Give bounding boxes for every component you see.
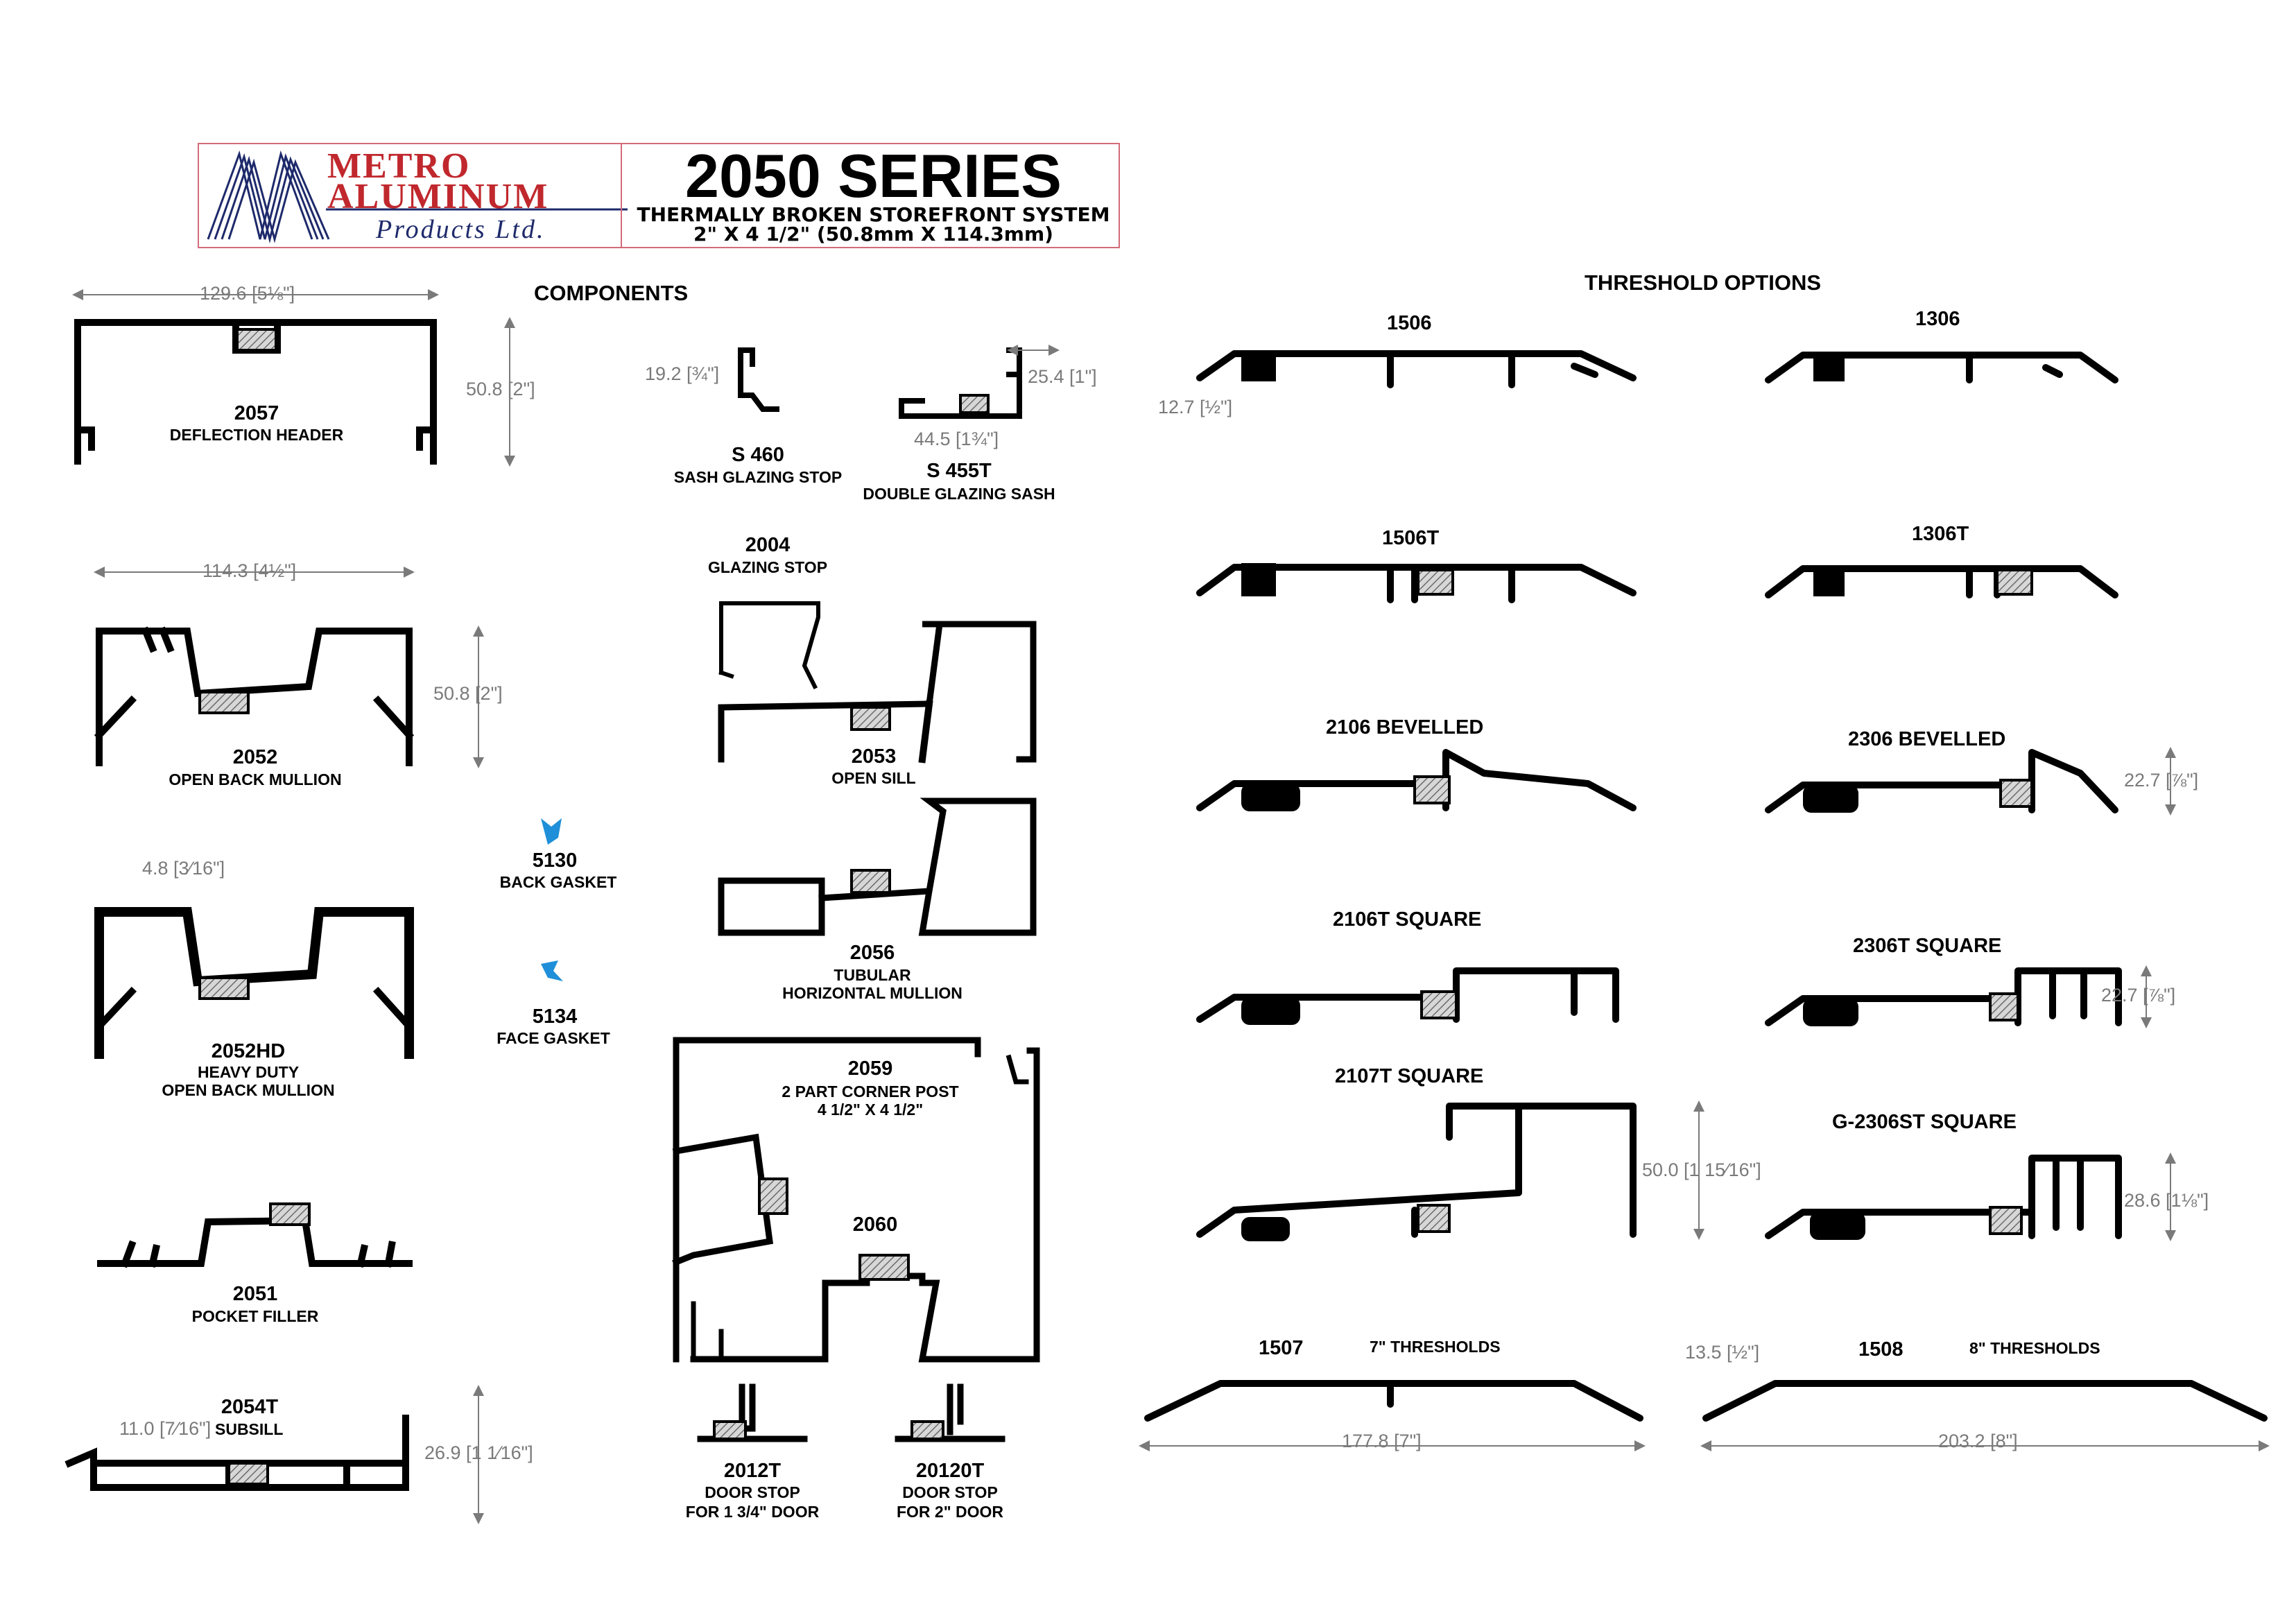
series-title: 2050 SERIES <box>685 141 1062 210</box>
code-1306: 1306 <box>1915 308 1960 330</box>
dim-2052hd-width: 4.8 [3⁄16"] <box>142 858 225 879</box>
dim-2054t-height: 26.9 [1 1⁄16"] <box>424 1442 533 1463</box>
threshold-solid-blocks <box>1241 350 1865 1241</box>
dim-1508-height: 13.5 [½"] <box>1685 1342 1760 1363</box>
code-5134: 5134 <box>532 1006 578 1028</box>
brand-name-line2: ALUMINUM <box>327 177 549 216</box>
dim-2107t-square: 50.0 [1 15⁄16"] <box>1642 1159 1761 1180</box>
desc-2052hd-1: HEAVY DUTY <box>197 1063 300 1081</box>
code-2053: 2053 <box>851 745 897 768</box>
desc-2012t-1: DOOR STOP <box>705 1483 800 1501</box>
code-2107t-square: 2107T SQUARE <box>1335 1065 1484 1087</box>
desc-2052hd-2: OPEN BACK MULLION <box>162 1081 335 1099</box>
code-s455t: S 455T <box>926 460 992 482</box>
profile-2051 <box>97 1216 413 1268</box>
code-2057: 2057 <box>234 402 279 424</box>
section-threshold-options: THRESHOLD OPTIONS <box>1585 270 1822 295</box>
code-2060: 2060 <box>852 1214 898 1236</box>
desc-5134: FACE GASKET <box>497 1029 610 1047</box>
code-20120t: 20120T <box>915 1460 985 1482</box>
code-g2306st-square: G-2306ST SQUARE <box>1832 1111 2017 1133</box>
code-1306t: 1306T <box>1912 523 1969 545</box>
desc-20120t-1: DOOR STOP <box>902 1483 998 1501</box>
dim-g2306st-square: 28.6 [1⅛"] <box>2124 1190 2209 1211</box>
desc-1507: 7" THRESHOLDS <box>1370 1338 1501 1356</box>
profile-1508 <box>1702 1380 2268 1422</box>
desc-s460: SASH GLAZING STOP <box>673 468 843 486</box>
profile-2053 <box>718 621 1037 763</box>
brand-name-line1: METRO <box>327 146 471 186</box>
profile-1306 <box>1765 352 2118 383</box>
desc-2059-2: 4 1/2" X 4 1/2" <box>817 1101 924 1119</box>
code-5130: 5130 <box>532 849 578 872</box>
series-subtitle-2: 2" X 4 1/2" (50.8mm X 114.3mm) <box>693 223 1053 245</box>
code-2052: 2052 <box>232 746 278 768</box>
desc-2057: DEFLECTION HEADER <box>169 426 344 444</box>
code-2059: 2059 <box>847 1058 893 1080</box>
brand-name-line3: Products Ltd. <box>376 215 546 244</box>
code-1506: 1506 <box>1387 312 1432 334</box>
dim-2057-width: 129.6 [5⅛"] <box>200 283 295 304</box>
dim-s455t-width: 44.5 [1¾"] <box>914 429 999 449</box>
code-2052hd: 2052HD <box>211 1040 286 1062</box>
dim-2306t-square: 22.7 [⅞"] <box>2101 985 2176 1006</box>
series-subtitle-1: THERMALLY BROKEN STOREFRONT SYSTEM <box>637 203 1110 226</box>
code-2106t-square: 2106T SQUARE <box>1333 908 1482 931</box>
code-2012t: 2012T <box>723 1460 782 1482</box>
dim-2057-height: 50.8 [2"] <box>466 379 535 399</box>
gasket-shapes <box>541 818 563 981</box>
dim-1508-width: 203.2 [8"] <box>1938 1431 2018 1451</box>
desc-20120t-2: FOR 2" DOOR <box>896 1503 1004 1521</box>
profile-s460 <box>738 347 779 412</box>
desc-2056-2: HORIZONTAL MULLION <box>782 984 963 1002</box>
profile-2056 <box>718 797 1037 936</box>
profile-1506 <box>1196 350 1637 388</box>
title-block: METRO ALUMINUM Products Ltd. 2050 SERIES… <box>198 143 1120 248</box>
dim-s455t-height: 25.4 [1"] <box>1028 366 1097 387</box>
profile-2004 <box>718 601 820 690</box>
dim-s460-height: 19.2 [¾"] <box>645 363 720 384</box>
profile-2107ts <box>1196 1103 1637 1238</box>
code-1506t: 1506T <box>1382 527 1440 549</box>
code-2306t-square: 2306T SQUARE <box>1853 935 2002 957</box>
profile-1506t <box>1196 564 1637 603</box>
code-2054t: 2054T <box>221 1396 279 1418</box>
code-1507: 1507 <box>1259 1337 1304 1359</box>
dim-2306-bevelled: 22.7 [⅞"] <box>2124 770 2199 791</box>
profile-1507 <box>1144 1380 1643 1422</box>
code-2056: 2056 <box>849 942 895 964</box>
desc-2053: OPEN SILL <box>831 769 916 787</box>
dim-1506-height: 12.7 [½"] <box>1158 397 1233 417</box>
profile-2052hd <box>94 907 415 1059</box>
desc-2004: GLAZING STOP <box>707 558 828 576</box>
desc-2052: OPEN BACK MULLION <box>169 770 342 788</box>
desc-1508: 8" THRESHOLDS <box>1969 1339 2100 1357</box>
code-2106-bevelled: 2106 BEVELLED <box>1326 716 1484 739</box>
code-2051: 2051 <box>232 1283 278 1305</box>
dim-2052-width: 114.3 [4½"] <box>202 560 297 581</box>
metro-logo-mark <box>207 150 628 243</box>
code-2306-bevelled: 2306 BEVELLED <box>1848 728 2006 750</box>
desc-s455t: DOUBLE GLAZING SASH <box>863 485 1055 503</box>
code-2004: 2004 <box>745 534 791 556</box>
desc-2056-1: TUBULAR <box>834 966 911 984</box>
desc-5130: BACK GASKET <box>499 873 617 891</box>
dim-2052-height: 50.8 [2"] <box>433 683 503 704</box>
code-1508: 1508 <box>1858 1338 1904 1361</box>
desc-2054t: SUBSILL <box>215 1420 284 1438</box>
profile-g2306st <box>1765 1155 2122 1239</box>
title-divider <box>621 144 622 247</box>
profile-2052 <box>94 626 415 766</box>
dimension-lines <box>72 289 2270 1524</box>
desc-2051: POCKET FILLER <box>191 1307 319 1325</box>
section-components: COMPONENTS <box>534 281 689 305</box>
desc-2059-1: 2 PART CORNER POST <box>782 1082 959 1101</box>
dim-2054t-width: 11.0 [7⁄16"] <box>119 1418 212 1439</box>
code-s460: S 460 <box>732 444 784 466</box>
desc-2012t-2: FOR 1 3/4" DOOR <box>685 1503 820 1521</box>
dim-1507-width: 177.8 [7"] <box>1342 1431 1422 1451</box>
profile-2059-2060 <box>672 1037 1040 1363</box>
